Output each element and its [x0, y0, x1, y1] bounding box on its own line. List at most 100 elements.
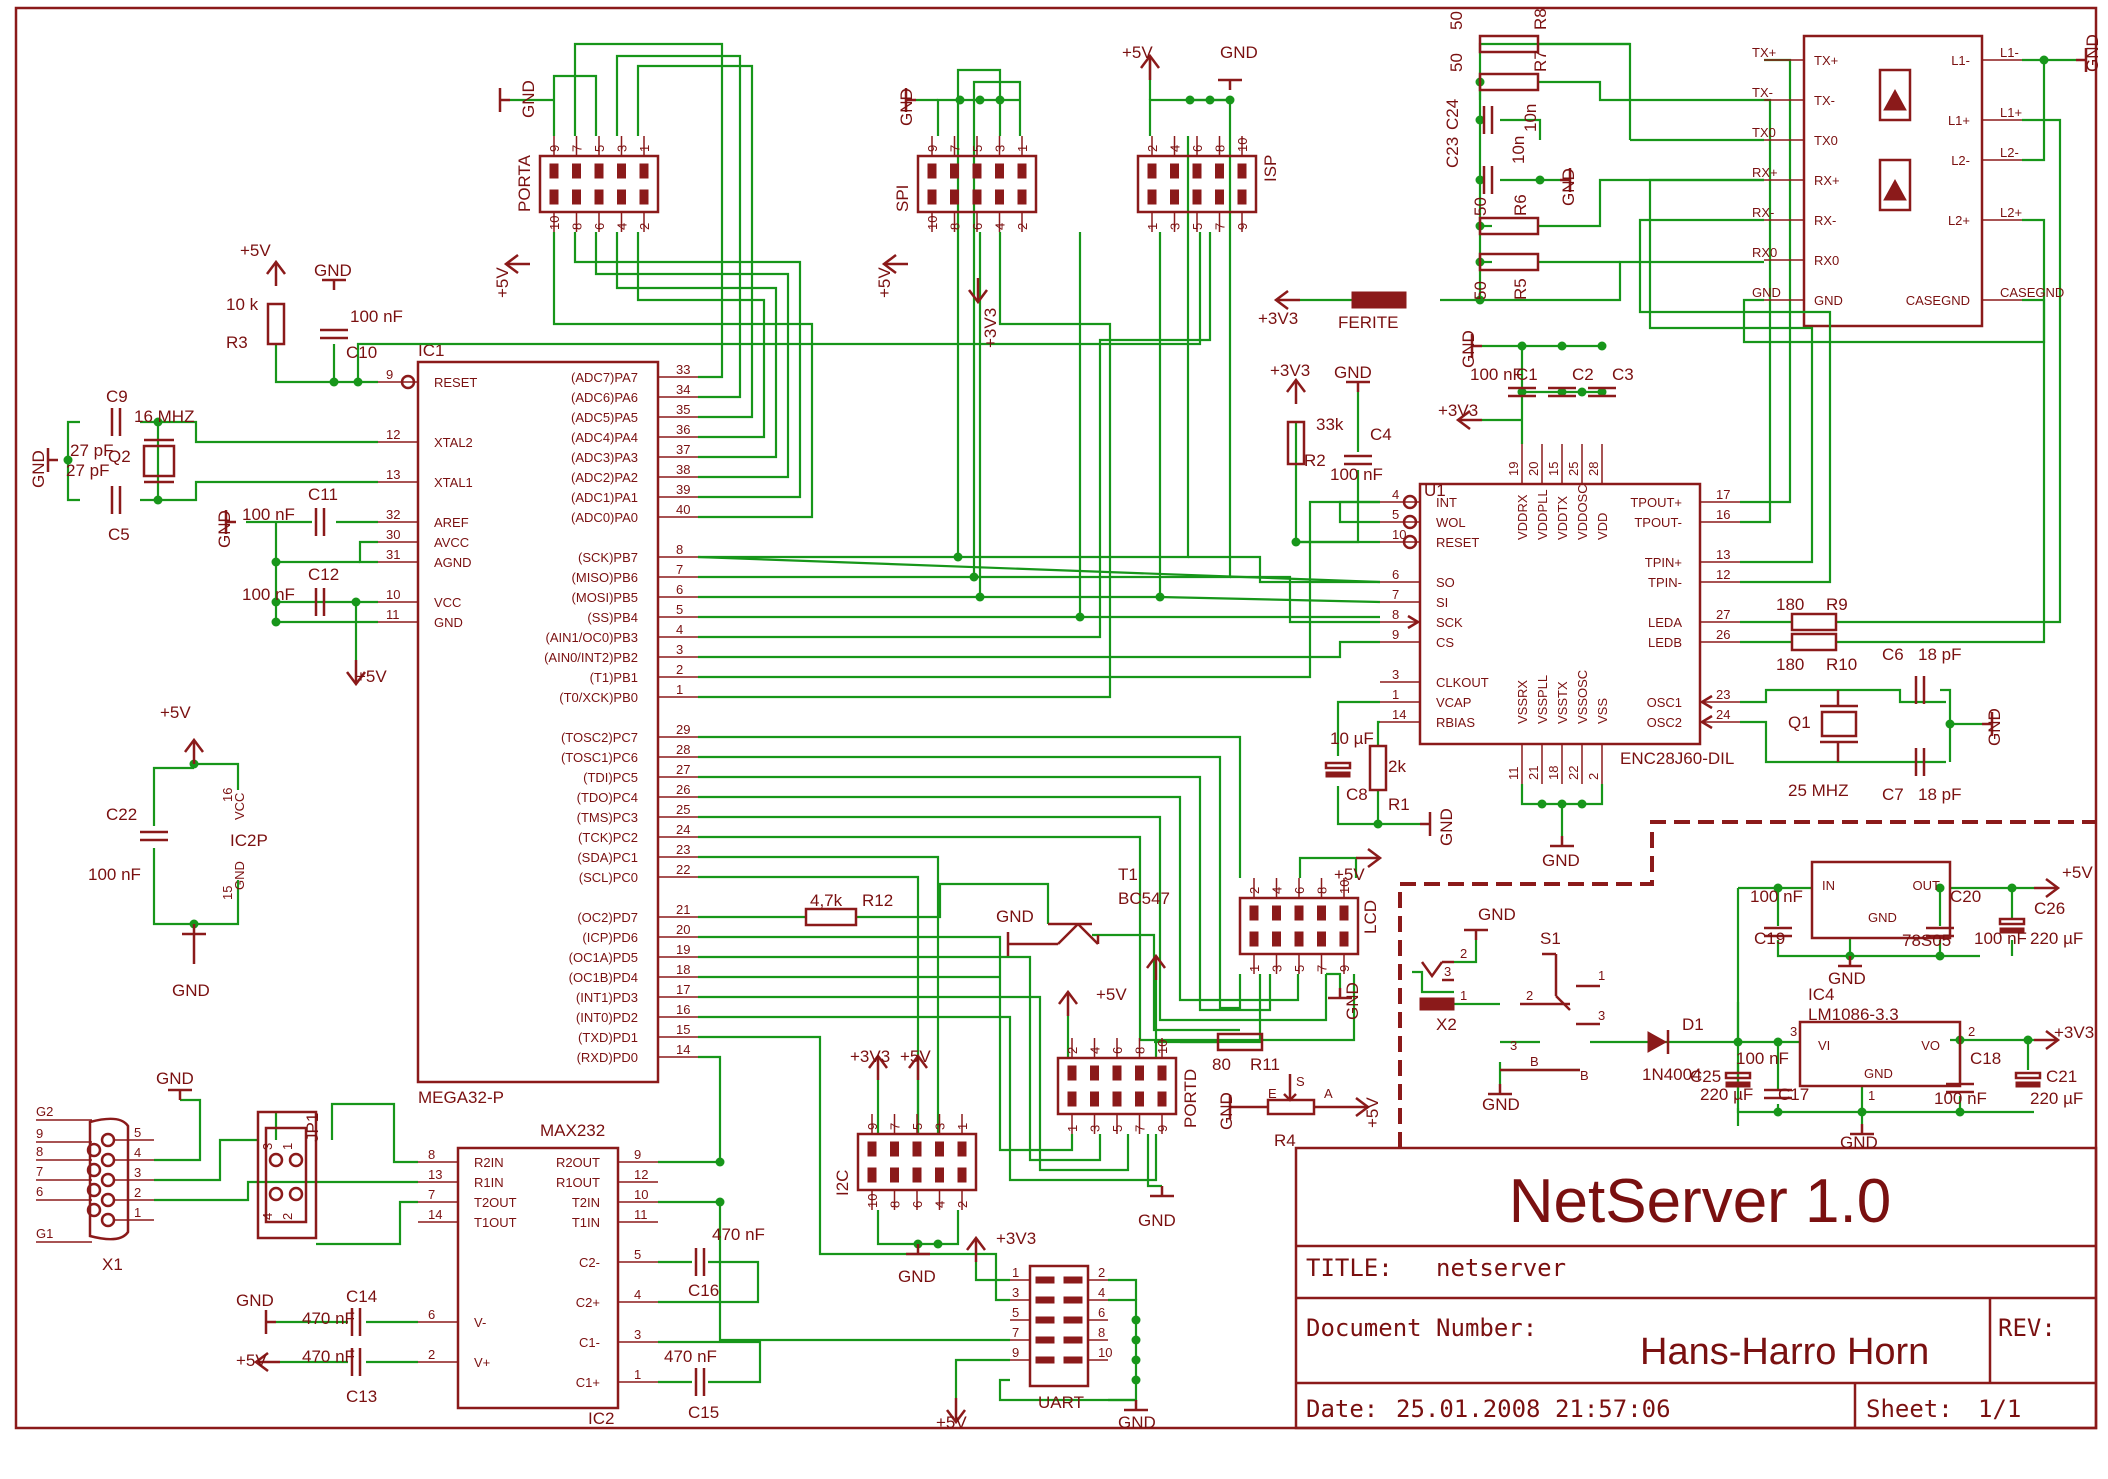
header-pin-number: 1: [1065, 1125, 1080, 1132]
led-diode-2-icon: [1883, 178, 1907, 201]
c13-5v-label: +5V: [236, 1351, 267, 1370]
pin-name: VSS: [1595, 698, 1610, 724]
porta-gnd-label: GND: [519, 80, 538, 118]
ic1-atmega32: IC1 MEGA32-P: [416, 341, 660, 1107]
junction-dot: [2007, 883, 2017, 893]
pin-name: (ADC5)PA5: [571, 410, 638, 425]
pin-number: 13: [1716, 547, 1730, 562]
reset-inverter-bubble: [400, 374, 416, 390]
c8-name: C8: [1346, 785, 1368, 804]
c18-name: C18: [1970, 1049, 2001, 1068]
magjack-rpin-3: L2+: [1948, 213, 1970, 228]
wire-pa7: [573, 42, 724, 379]
ic2-max232: MAX232 IC2: [456, 1121, 620, 1428]
junction-dot: [1291, 537, 1301, 547]
isp-gnd-label: GND: [1220, 43, 1258, 62]
c19-name: C19: [1754, 929, 1785, 948]
pin-name: (RXD)PD0: [577, 1050, 638, 1065]
uart-5v-label: +5V: [936, 1413, 967, 1432]
c25-value: 220 µF: [1700, 1085, 1753, 1104]
i2c-gnd: [906, 1244, 930, 1256]
junction-dot: [1597, 387, 1607, 397]
enc-33-arrow: [1455, 410, 1482, 430]
c14-gnd: [264, 1310, 276, 1334]
ferite-name: FERITE: [1338, 313, 1398, 332]
header-pin: [995, 189, 1004, 205]
junction-dot: [153, 417, 163, 427]
wire-isp-gnd: [1194, 98, 1232, 136]
header-pin: [1339, 931, 1349, 947]
r5-name: R5: [1511, 278, 1530, 300]
pin-number: 13: [428, 1167, 442, 1182]
ic1-pin-2: 2(T1)PB1: [590, 662, 698, 685]
header-pin-number: 4: [1098, 1285, 1105, 1300]
wire-isp-top: [1148, 98, 1230, 136]
header-pin-number: 3: [615, 145, 630, 152]
c22-capacitor: [140, 830, 168, 842]
pin-name: (ADC4)PA4: [571, 430, 638, 445]
pin-name: (ICP)PD6: [582, 930, 638, 945]
header-pin: [1063, 1336, 1083, 1344]
header-pin: [1157, 1091, 1167, 1107]
pin-number: 2: [1586, 773, 1601, 780]
spi-5v-arrow: [881, 254, 908, 274]
header-pin-number: 10: [865, 1194, 880, 1208]
header-pin-number: 10: [1235, 138, 1250, 152]
isp-label: ISP: [1261, 155, 1280, 182]
junction-dot: [1935, 951, 1945, 961]
c14-capacitor: [350, 1308, 362, 1336]
junction-dot: [955, 95, 965, 105]
rev-label: REV:: [1998, 1314, 2056, 1342]
header-pin-number: 10: [925, 216, 940, 230]
vcc33-out-arrow: [2034, 1030, 2061, 1050]
wire-porta-top: [552, 74, 598, 136]
c4-value: 100 nF: [1330, 465, 1383, 484]
c2-name: C2: [1572, 365, 1594, 384]
junction-dot: [969, 572, 979, 582]
c2-capacitor: [1548, 386, 1576, 398]
pin-number: 10: [634, 1187, 648, 1202]
r1-resistor: [1368, 744, 1388, 792]
header-pin-number: 5: [910, 1123, 925, 1130]
header-pin: [1090, 1091, 1099, 1107]
pin-number: 7: [676, 562, 683, 577]
pin-number: 34: [676, 382, 690, 397]
wire-pc3: [698, 815, 1328, 1022]
pin-number: 5: [676, 602, 683, 617]
r11-resistor: [1216, 1032, 1264, 1052]
cap-plate: [1998, 917, 2026, 926]
header-pin: [1035, 1316, 1055, 1324]
wire-rbias: [1376, 720, 1380, 746]
ic1-pin-36: 36(ADC4)PA4: [571, 422, 698, 445]
magjack-ext-rlabel-2: L2-: [2000, 145, 2019, 160]
wire-pd3: [698, 995, 1130, 1172]
wire-pc0-scl: [698, 875, 920, 1134]
max232-pin-6: 6V-: [418, 1307, 486, 1330]
c12-name: C12: [308, 565, 339, 584]
c19-capacitor: [1764, 926, 1792, 938]
ic1-pin-17: 17(INT1)PD3: [576, 982, 698, 1005]
u1-part: ENC28J60-DIL: [1620, 749, 1734, 768]
pin-name: AGND: [434, 555, 472, 570]
junction-dot: [1475, 295, 1485, 305]
lcd-gnd-label: GND: [1343, 982, 1362, 1020]
pin-number: 11: [386, 607, 400, 622]
pin-name: VSSOSC: [1575, 670, 1590, 724]
header-pin-number: 8: [1213, 145, 1228, 152]
ic4-pin-1: 1: [1868, 1088, 1875, 1103]
junction-dot: [1373, 819, 1383, 829]
db9-pin-number: 5: [134, 1125, 141, 1140]
max232-pin-2: 2V+: [418, 1347, 490, 1370]
r9-value: 180: [1776, 595, 1804, 614]
header-pin: [1017, 163, 1027, 179]
wire-si: [1159, 595, 1381, 604]
header-pin: [1063, 1316, 1083, 1324]
wire-c8-gnd: [1336, 786, 1420, 826]
c4-name: C4: [1370, 425, 1392, 444]
r4-gnd-label: GND: [1217, 1092, 1236, 1130]
